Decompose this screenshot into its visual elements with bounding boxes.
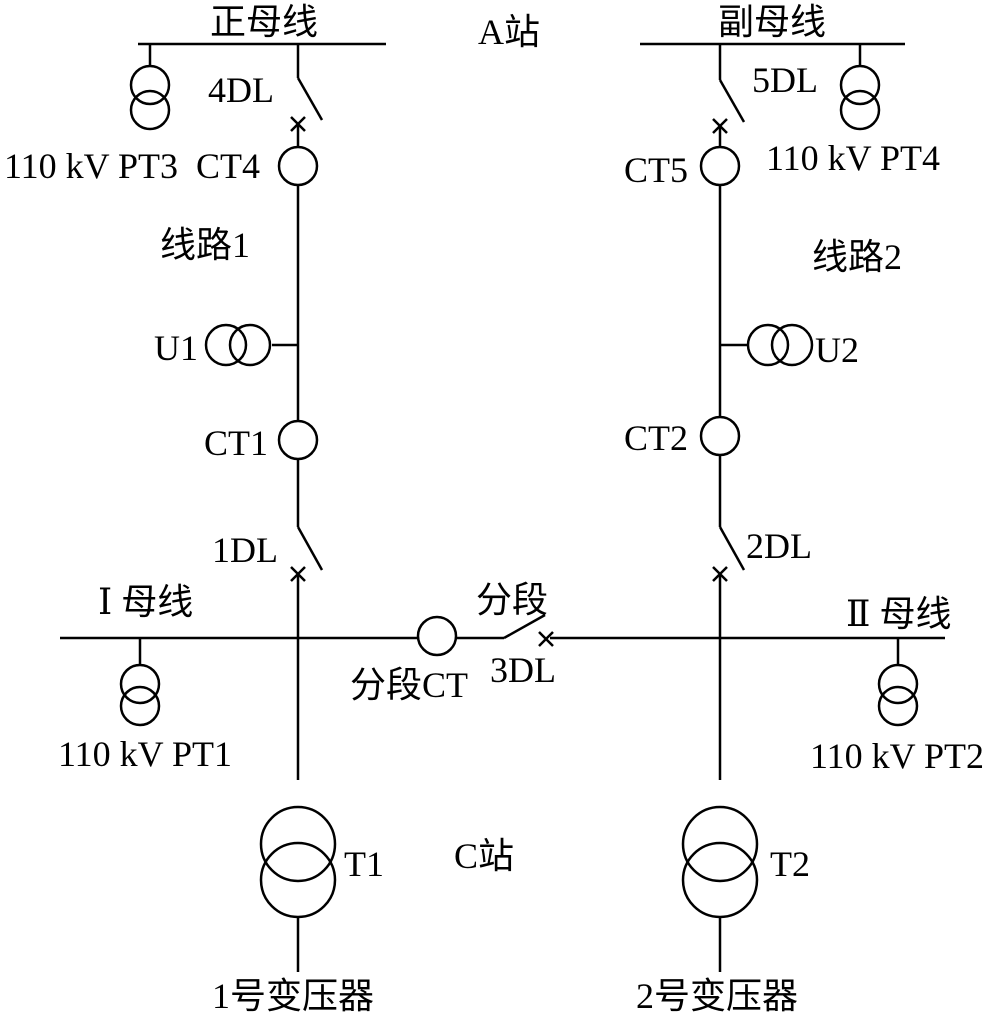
breaker-3dl — [503, 613, 546, 640]
label-ct4: CT4 — [196, 146, 260, 186]
breaker-4dl — [296, 77, 324, 121]
ct1-symbol — [277, 419, 319, 461]
label-transformer-2: 2号变压器 — [636, 976, 798, 1016]
pt4-symbol — [839, 44, 881, 131]
label-bus-auxiliary: 副母线 — [718, 2, 826, 42]
label-section-ct: 分段CT — [350, 665, 468, 705]
transformer-t2 — [681, 805, 759, 972]
label-4dl: 4DL — [208, 70, 274, 110]
u1-circle-a — [204, 323, 248, 367]
label-station-a: A站 — [478, 12, 540, 52]
label-t2: T2 — [770, 844, 810, 884]
label-5dl: 5DL — [752, 60, 818, 100]
ct5-symbol — [699, 145, 741, 187]
label-bus1: Ⅰ 母线 — [98, 582, 193, 622]
u2-circle-a — [746, 323, 790, 367]
label-transformer-1: 1号变压器 — [212, 976, 374, 1016]
label-2dl: 2DL — [746, 526, 812, 566]
label-section: 分段 — [476, 580, 548, 620]
u1-circle-b — [228, 323, 272, 367]
label-1dl: 1DL — [212, 530, 278, 570]
breaker-2dl — [718, 526, 746, 571]
label-bus-positive: 正母线 — [210, 2, 318, 42]
label-bus2: Ⅱ 母线 — [846, 594, 951, 634]
label-station-c: C站 — [454, 836, 514, 876]
breaker-5dl — [718, 79, 746, 123]
label-t1: T1 — [344, 844, 384, 884]
label-ct1: CT1 — [204, 423, 268, 463]
label-pt3: 110 kV PT3 — [4, 146, 178, 186]
label-3dl: 3DL — [490, 650, 556, 690]
pt3-symbol — [129, 44, 171, 131]
u2-circle-b — [770, 323, 814, 367]
label-pt2: 110 kV PT2 — [810, 736, 984, 776]
label-ct2: CT2 — [624, 418, 688, 458]
label-pt1: 110 kV PT1 — [58, 734, 232, 774]
label-ct5: CT5 — [624, 150, 688, 190]
transformer-t1 — [259, 805, 337, 972]
label-line1: 线路1 — [160, 225, 250, 265]
pt1-symbol — [119, 638, 161, 727]
pt2-symbol — [877, 638, 919, 727]
ct2-symbol — [699, 415, 741, 457]
label-pt4: 110 kV PT4 — [766, 138, 940, 178]
breaker-1dl — [296, 526, 324, 571]
ct4-symbol — [277, 145, 319, 187]
line1-feeder — [204, 44, 324, 780]
label-line2: 线路2 — [812, 237, 902, 277]
line2-feeder — [699, 44, 814, 780]
breaker-3dl-cross — [538, 631, 554, 647]
section-ct-symbol — [416, 615, 458, 657]
label-u2: U2 — [815, 330, 859, 370]
label-u1: U1 — [154, 328, 198, 368]
